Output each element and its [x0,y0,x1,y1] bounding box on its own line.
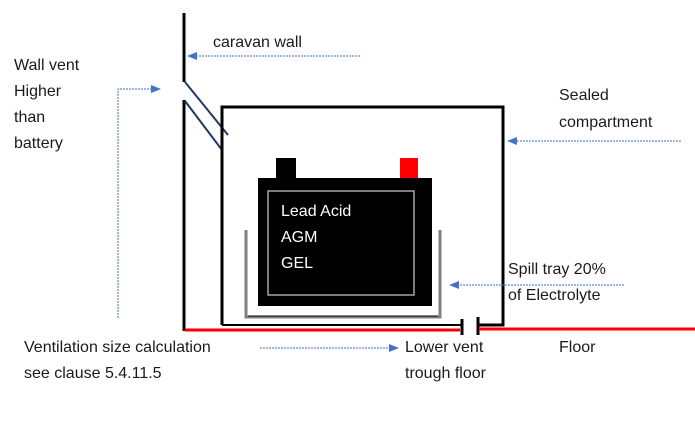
label-wall-vent-3: than [14,109,46,126]
label-lower-vent-1: Lower vent [405,339,484,356]
label-floor: Floor [559,339,596,356]
label-caravan-wall: caravan wall [213,34,302,51]
battery-label-box [267,190,415,296]
label-ventilation-calc-2: see clause 5.4.11.5 [24,365,162,382]
label-wall-vent-2: Higher [14,83,62,100]
sealed-compartment [220,105,505,327]
label-sealed-compartment-2: compartment [559,114,653,131]
battery-body [258,178,432,306]
spill-tray [244,230,442,319]
negative-terminal [276,158,296,179]
label-wall-vent-1: Wall vent [14,57,80,74]
positive-terminal [400,158,418,179]
label-spill-tray-1: Spill tray 20% [508,261,606,278]
label-spill-tray-2: of Electrolyte [508,287,601,304]
label-sealed-compartment-1: Sealed [559,87,609,104]
label-wall-vent-4: battery [14,135,63,152]
arrow-wall-vent [117,85,161,318]
battery-type-agm: AGM [281,229,318,246]
battery-type-lead-acid: Lead Acid [281,203,352,220]
label-lower-vent-2: trough floor [405,365,486,382]
wall-vent-line-lower [184,100,223,151]
battery-type-gel: GEL [281,255,314,272]
label-ventilation-calc-1: Ventilation size calculation [24,339,211,356]
